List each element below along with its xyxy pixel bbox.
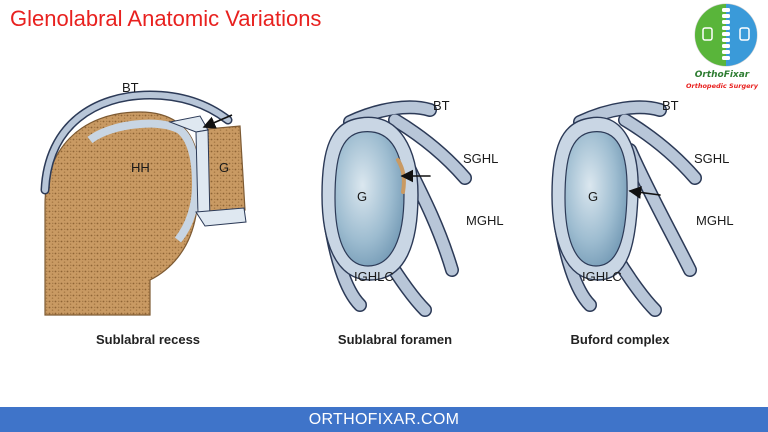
label-g-1: G bbox=[219, 160, 229, 175]
panel-sublabral-recess: BT HH G Sublabral recess bbox=[45, 80, 246, 347]
label-mghl-3: MGHL bbox=[696, 213, 734, 228]
label-bt-3: BT bbox=[662, 98, 679, 113]
caption-sublabral-foramen: Sublabral foramen bbox=[338, 332, 452, 347]
footer-bar: ORTHOFIXAR.COM bbox=[0, 407, 768, 432]
label-g-2: G bbox=[357, 189, 367, 204]
footer-website[interactable]: ORTHOFIXAR.COM bbox=[0, 411, 768, 429]
label-ighlc-3: IGHLC bbox=[582, 269, 622, 284]
humeral-head bbox=[45, 112, 196, 315]
label-bt-1: BT bbox=[122, 80, 139, 95]
label-ighlc-2: IGHLC bbox=[354, 269, 394, 284]
label-sghl-2: SGHL bbox=[463, 151, 498, 166]
label-mghl-2: MGHL bbox=[466, 213, 504, 228]
label-sghl-3: SGHL bbox=[694, 151, 729, 166]
panel-sublabral-foramen: BT SGHL G MGHL IGHLC Sublabral foramen bbox=[322, 98, 504, 347]
anatomy-illustration: BT HH G Sublabral recess BT SGHL G bbox=[0, 0, 768, 400]
caption-buford-complex: Buford complex bbox=[571, 332, 671, 347]
glenoid-face-2 bbox=[335, 132, 404, 266]
label-bt-2: BT bbox=[433, 98, 450, 113]
label-g-3: G bbox=[588, 189, 598, 204]
panel-buford-complex: BT SGHL G MGHL IGHLC Buford complex bbox=[552, 98, 734, 347]
caption-sublabral-recess: Sublabral recess bbox=[96, 332, 200, 347]
label-hh: HH bbox=[131, 160, 150, 175]
